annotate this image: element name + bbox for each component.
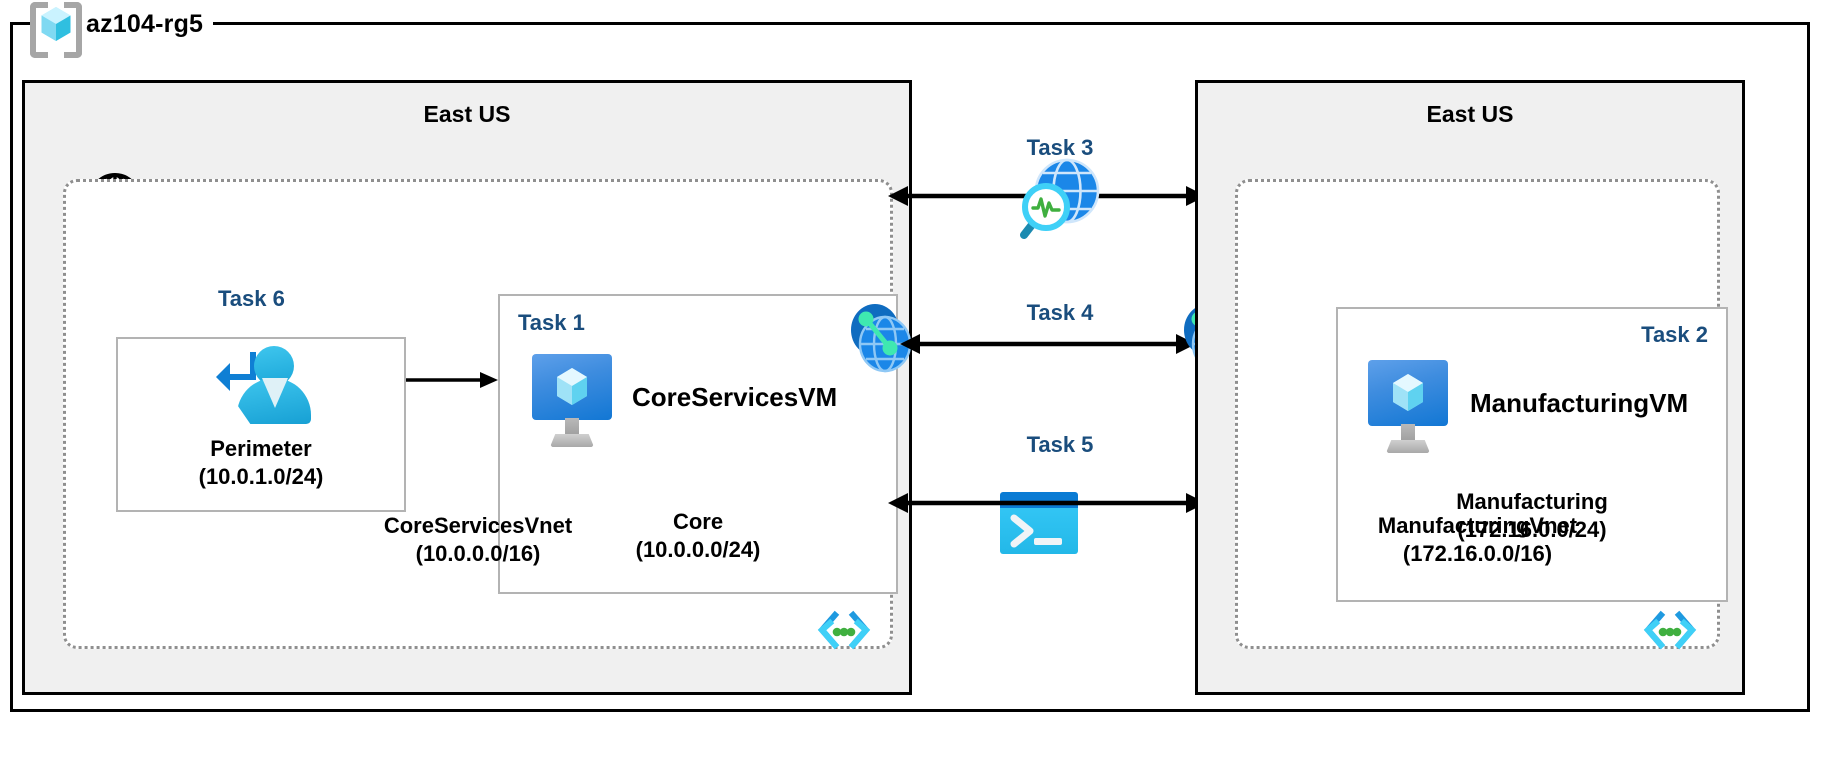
vnet-coreservices-name: CoreServicesVnet [383, 513, 573, 538]
subnet-perimeter-name: Perimeter [210, 436, 312, 461]
connector-perimeter-to-core [406, 372, 498, 388]
code-brackets-icon-core [817, 610, 871, 650]
resource-group-header: az104-rg5 [30, 0, 214, 58]
vnet-manufacturing-name: ManufacturingVnet [1377, 513, 1578, 538]
user-return-icon [214, 344, 311, 424]
subnet-core-cidr: (10.0.0.0/24) [635, 537, 761, 563]
vnet-manufacturing-cidr: (172.16.0.0/16) [1402, 541, 1553, 567]
return-arrow-icon [214, 350, 258, 392]
subnet-manufacturing-name: Manufacturing [1456, 489, 1608, 514]
task-label-3: Task 3 [1026, 135, 1094, 160]
subnet-perimeter-cidr: (10.0.1.0/24) [198, 464, 324, 490]
subnet-perimeter-text: Perimeter (10.0.1.0/24) [116, 435, 406, 491]
virtual-machine-icon-core [532, 354, 612, 450]
code-brackets-icon-manufacturing [1643, 610, 1697, 650]
resource-group-cube-icon [30, 0, 82, 58]
task-label-4: Task 4 [1026, 300, 1094, 325]
connector-task5-bidirectional [888, 493, 1206, 513]
subnet-core-name: Core [672, 509, 724, 534]
vm-name-coreservices: CoreServicesVM [632, 382, 838, 412]
task-label-2: Task 2 [1641, 322, 1708, 347]
task-label-5: Task 5 [1026, 432, 1094, 457]
region-box-east-us-right: East US Task 2 [1195, 80, 1745, 695]
vnet-coreservices-cidr: (10.0.0.0/16) [415, 541, 541, 567]
vnet-manufacturing-label: ManufacturingVnet (172.16.0.0/16) [1238, 512, 1717, 568]
network-watcher-icon [1010, 155, 1106, 245]
subnet-manufacturing [1336, 307, 1728, 602]
vnet-coreservices-label: CoreServicesVnet (10.0.0.0/16) [66, 512, 890, 568]
region-title-left: East US [423, 101, 511, 127]
vnet-manufacturing: Task 2 ManufacturingVM [1235, 179, 1728, 650]
subnet-manufacturing-text: Manufacturing (172.16.0.0/24) [1336, 488, 1728, 544]
subnet-manufacturing-cidr: (172.16.0.0/24) [1457, 517, 1607, 543]
vnet-coreservices: Task 6 Perimeter (10.0.1.0/24) [63, 179, 898, 650]
task-label-6: Task 6 [218, 286, 285, 311]
subnet-core-text: Core (10.0.0.0/24) [498, 508, 898, 564]
virtual-machine-icon-manufacturing [1368, 360, 1448, 456]
resource-group-title: az104-rg5 [86, 9, 204, 38]
connector-task4-bidirectional [900, 334, 1196, 354]
region-title-right: East US [1426, 101, 1514, 127]
task-label-1: Task 1 [518, 310, 585, 335]
vm-name-manufacturing: ManufacturingVM [1470, 388, 1689, 418]
region-box-east-us-left: East US Task 6 [22, 80, 912, 695]
